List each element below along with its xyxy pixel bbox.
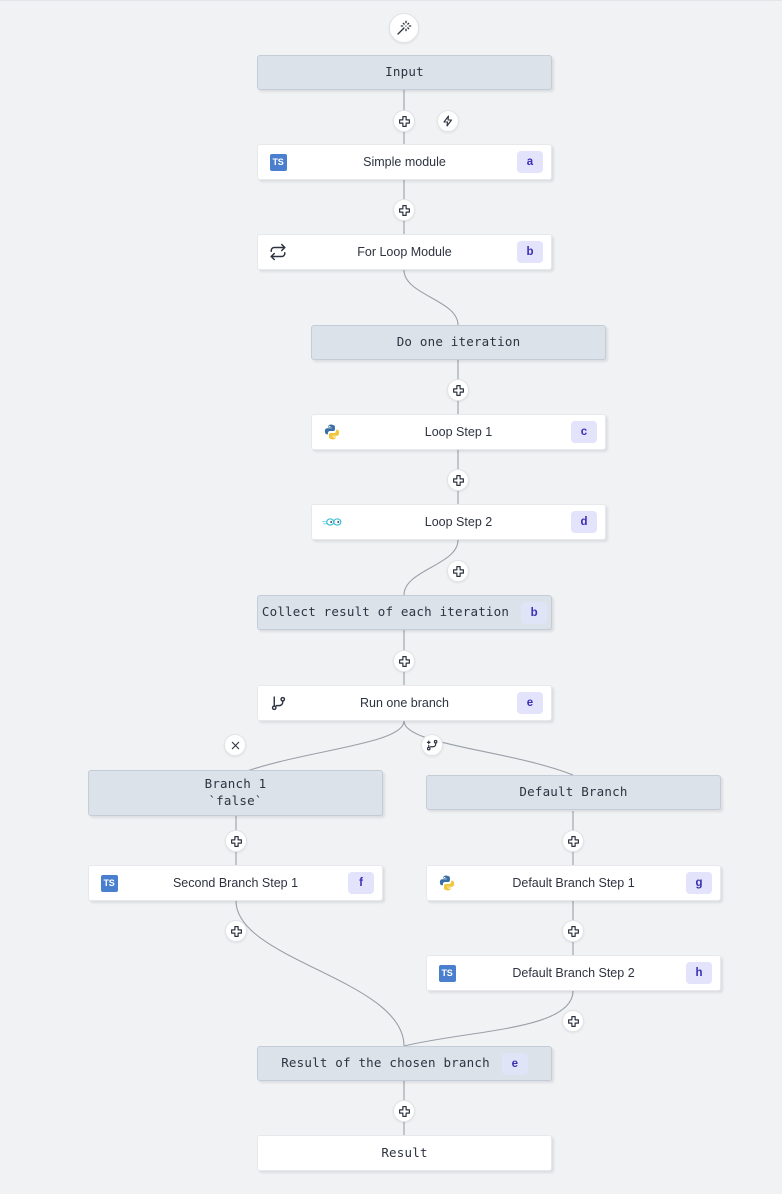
node-default-branch-step-2-label: Default Branch Step 2 xyxy=(512,966,635,980)
add-step-handle-after-do-one-iteration[interactable] xyxy=(447,379,469,401)
node-simple-module-badge: a xyxy=(517,151,543,173)
plus-icon xyxy=(398,1105,410,1117)
branch-plus-icon xyxy=(426,739,437,750)
add-branch-handle[interactable] xyxy=(421,734,443,756)
top-divider xyxy=(0,0,782,1)
edge-forloop-to-iteration xyxy=(403,269,459,326)
node-collect-result-badge: b xyxy=(521,601,548,624)
typescript-icon: TS xyxy=(268,152,288,172)
plus-icon xyxy=(452,384,464,396)
typescript-icon: TS xyxy=(99,873,119,893)
node-do-one-iteration-label: Do one iteration xyxy=(396,334,521,350)
node-default-branch-step-2[interactable]: TS Default Branch Step 2 h xyxy=(426,955,721,991)
go-icon xyxy=(322,512,342,532)
node-default-branch-label: Default Branch xyxy=(519,784,628,800)
delete-branch-handle[interactable] xyxy=(224,734,246,756)
branch-icon xyxy=(268,693,288,713)
plus-icon xyxy=(452,565,464,577)
node-loop-step-2-badge: d xyxy=(571,511,597,533)
add-step-handle-after-branch-1[interactable] xyxy=(225,830,247,852)
node-result-label: Result xyxy=(381,1144,428,1160)
edge-secondbranch-to-result xyxy=(235,900,405,1047)
node-do-one-iteration[interactable]: Do one iteration xyxy=(311,325,606,360)
node-default-branch[interactable]: Default Branch xyxy=(426,775,721,810)
node-collect-result[interactable]: Collect result of each iteration b xyxy=(257,595,552,630)
plus-icon xyxy=(230,925,242,937)
node-result[interactable]: Result xyxy=(257,1135,552,1171)
node-result-of-chosen-branch-label: Result of the chosen branch xyxy=(281,1055,490,1071)
node-simple-module-label: Simple module xyxy=(363,155,446,169)
plus-icon xyxy=(398,204,410,216)
add-step-handle-after-default-branch-step-1[interactable] xyxy=(562,920,584,942)
plus-icon xyxy=(567,1015,579,1027)
add-step-handle-after-loop-step-1[interactable] xyxy=(447,469,469,491)
node-default-branch-step-1[interactable]: Default Branch Step 1 g xyxy=(426,865,721,901)
node-default-branch-step-1-label: Default Branch Step 1 xyxy=(512,876,635,890)
plus-icon xyxy=(567,835,579,847)
plus-icon xyxy=(230,835,242,847)
magic-wand-icon xyxy=(397,20,412,35)
add-trigger-handle[interactable] xyxy=(437,110,459,132)
node-loop-step-1-badge: c xyxy=(571,421,597,443)
node-input-label: Input xyxy=(385,64,424,80)
lightning-icon xyxy=(443,115,453,127)
plus-icon xyxy=(567,925,579,937)
edge-dstep2-to-result xyxy=(403,990,574,1047)
node-default-branch-step-2-badge: h xyxy=(686,962,712,984)
add-step-handle-after-result-of-chosen-branch[interactable] xyxy=(393,1100,415,1122)
node-second-branch-step-1-badge: f xyxy=(348,872,374,894)
add-step-handle-after-input[interactable] xyxy=(393,110,415,132)
add-step-handle-after-loop-step-2[interactable] xyxy=(447,560,469,582)
node-loop-step-1[interactable]: Loop Step 1 c xyxy=(311,414,606,450)
node-second-branch-step-1-label: Second Branch Step 1 xyxy=(172,876,299,890)
node-for-loop-module-label: For Loop Module xyxy=(357,245,452,259)
node-second-branch-step-1[interactable]: TS Second Branch Step 1 f xyxy=(88,865,383,901)
node-run-one-branch-label: Run one branch xyxy=(360,696,449,710)
plus-icon xyxy=(452,474,464,486)
typescript-icon: TS xyxy=(437,963,457,983)
node-loop-step-2-label: Loop Step 2 xyxy=(424,515,493,529)
node-collect-result-label: Collect result of each iteration xyxy=(261,604,510,620)
add-step-handle-after-second-branch-step-1[interactable] xyxy=(225,920,247,942)
edge-runbranch-to-branch1 xyxy=(235,720,405,776)
node-result-of-chosen-branch[interactable]: Result of the chosen branch e xyxy=(257,1046,552,1081)
node-loop-step-1-label: Loop Step 1 xyxy=(424,425,493,439)
node-default-branch-step-1-badge: g xyxy=(686,872,712,894)
plus-icon xyxy=(398,655,410,667)
python-icon xyxy=(437,873,457,893)
add-step-handle-after-simple-module[interactable] xyxy=(393,199,415,221)
add-step-handle-after-collect-result[interactable] xyxy=(393,650,415,672)
node-branch-1-label: Branch 1 `false` xyxy=(204,776,267,808)
node-for-loop-module[interactable]: For Loop Module b xyxy=(257,234,552,270)
node-simple-module[interactable]: TS Simple module a xyxy=(257,144,552,180)
node-result-of-chosen-branch-badge: e xyxy=(501,1052,528,1075)
add-step-handle-after-default-branch-step-2[interactable] xyxy=(562,1010,584,1032)
node-run-one-branch[interactable]: Run one branch e xyxy=(257,685,552,721)
node-run-one-branch-badge: e xyxy=(517,692,543,714)
plus-icon xyxy=(398,115,410,127)
node-branch-1[interactable]: Branch 1 `false` xyxy=(88,770,383,816)
node-for-loop-module-badge: b xyxy=(517,241,543,263)
close-icon xyxy=(231,741,239,749)
python-icon xyxy=(322,422,342,442)
magic-wand-handle[interactable] xyxy=(389,13,419,43)
node-loop-step-2[interactable]: Loop Step 2 d xyxy=(311,504,606,540)
add-step-handle-after-default-branch[interactable] xyxy=(562,830,584,852)
loop-icon xyxy=(268,242,288,262)
node-input[interactable]: Input xyxy=(257,55,552,90)
